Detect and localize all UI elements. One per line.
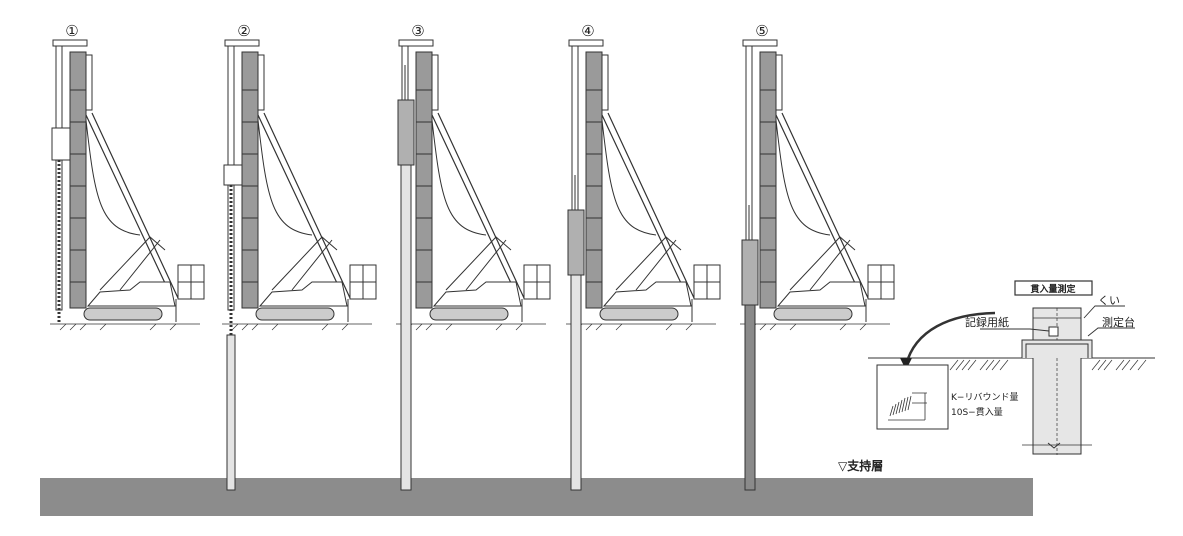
rig-step-3: ③: [396, 22, 551, 491]
backstay: [85, 112, 179, 299]
rig-step-1: ①: [50, 22, 205, 331]
machine-body: [776, 281, 866, 307]
ground-surface: [396, 323, 546, 331]
hose: [257, 119, 313, 236]
measuring-stand: [1021, 339, 1093, 358]
pile-label: くい: [1098, 294, 1120, 307]
mast-top-sheave: [568, 39, 604, 47]
bearing-layer: [40, 478, 1033, 516]
mast-head: [775, 54, 783, 111]
pile: [570, 274, 582, 491]
rebound-label: K−リバウンド量: [951, 392, 1018, 403]
backstay: [775, 112, 869, 299]
hose: [431, 119, 487, 236]
step-number: ④: [581, 22, 594, 40]
support-struts: [445, 236, 512, 291]
leader-mast: [69, 51, 87, 309]
pile: [744, 304, 756, 491]
bearing-layer-label: ▽支持層: [838, 458, 883, 473]
ground-surface: [222, 323, 372, 331]
backstay: [431, 112, 525, 299]
crawler: [773, 307, 853, 321]
support-struts: [789, 236, 856, 291]
hose: [85, 119, 141, 236]
crawler: [83, 307, 163, 321]
break-mark: [1047, 442, 1061, 449]
machine-body: [432, 281, 522, 307]
step-number: ③: [411, 22, 424, 40]
arrow-head-icon: [900, 358, 912, 370]
hose: [775, 119, 831, 236]
record-paper: [1048, 326, 1059, 337]
crawler: [255, 307, 335, 321]
mast-top-sheave: [224, 39, 260, 47]
machine-body: [86, 281, 176, 307]
leader-lines: [980, 305, 1135, 337]
support-struts: [99, 236, 166, 291]
mast-head: [85, 54, 93, 111]
hammer: [567, 209, 585, 276]
arrow-curve: [904, 311, 996, 366]
auger-motor: [51, 127, 71, 161]
pile: [226, 334, 236, 491]
crawler: [429, 307, 509, 321]
step-number: ①: [65, 22, 78, 40]
rig-step-2: ②: [222, 22, 377, 491]
hammer: [397, 99, 415, 166]
detail-title: 貫入量測定: [1030, 283, 1076, 295]
mast-head: [257, 54, 265, 111]
mast-top-sheave: [398, 39, 434, 47]
machine-body: [602, 281, 692, 307]
crawler: [599, 307, 679, 321]
penetration-label: 10S−貫入量: [951, 407, 1003, 418]
ground-surface: [566, 323, 716, 331]
machine-body: [258, 281, 348, 307]
soil-hatching: [949, 359, 1147, 371]
mast-top-sheave: [742, 39, 778, 47]
rig-step-5: ⑤: [740, 22, 895, 491]
rig-step-4: ④: [566, 22, 721, 491]
step-number: ②: [237, 22, 250, 40]
stand-label: 測定台: [1102, 315, 1135, 329]
support-struts: [271, 236, 338, 291]
record-paper-label: 記録用紙: [965, 315, 1009, 329]
record-sheet: [876, 364, 949, 430]
backstay: [601, 112, 695, 299]
hose: [601, 119, 657, 236]
mast-top-sheave: [52, 39, 88, 47]
mast-head: [601, 54, 609, 111]
penetration-trace: [888, 392, 927, 421]
ground-surface: [740, 323, 890, 331]
auger-motor: [223, 164, 243, 186]
leader-mast: [585, 51, 603, 309]
ground-surface: [50, 323, 200, 331]
backstay: [257, 112, 351, 299]
leader-mast: [759, 51, 777, 309]
mast-head: [431, 54, 439, 111]
detail-title-box: [1014, 280, 1093, 296]
hammer: [741, 239, 759, 306]
support-struts: [615, 236, 682, 291]
penetration-measurement-detail: 貫入量測定 くい 測定台 記録用紙 K−リバウンド量 10S−貫入量: [868, 280, 1155, 455]
pile: [400, 164, 412, 491]
step-number: ⑤: [755, 22, 768, 40]
leader-mast: [415, 51, 433, 309]
rig-steps: ① ② ③ ④ ⑤: [50, 22, 895, 491]
